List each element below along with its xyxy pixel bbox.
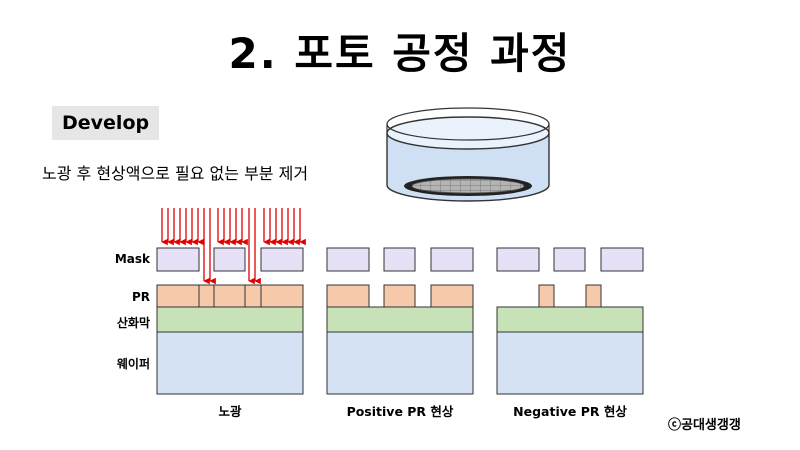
label-pr: PR [132,290,150,304]
step-description: 노광 후 현상액으로 필요 없는 부분 제거 [42,164,309,183]
pr-segment [538,284,555,308]
page-title: 2. 포토 공정 과정 [228,29,572,78]
pr-segment [585,284,602,308]
mask-segment [213,247,246,272]
mask-segment [430,247,474,272]
oxide-layer [496,306,644,333]
mask-segment [326,247,370,272]
developer-dish-icon [386,107,550,202]
mask-segment [496,247,540,272]
mask-segment [383,247,416,272]
caption-exposure: 노광 [218,404,242,419]
caption-positive-pr: Positive PR 현상 [347,404,454,419]
mask-segment [260,247,304,272]
label-mask: Mask [115,252,151,266]
mask-segment [156,247,200,272]
caption-negative-pr: Negative PR 현상 [513,404,627,419]
oxide-layer [156,306,304,333]
mask-segment [600,247,644,272]
oxide-layer [326,306,474,333]
label-wafer: 웨이퍼 [117,356,150,371]
pr-segment [383,284,416,308]
pr-layer [156,284,304,308]
wafer-layer [156,331,304,395]
step-badge: Develop [52,106,160,140]
pr-segment [326,284,370,308]
wafer-layer [326,331,474,395]
pr-segment [430,284,474,308]
credit-text: ⓒ공대생갱갱 [668,418,741,433]
wafer-layer [496,331,644,395]
mask-segment [553,247,586,272]
panel-exposure: 노광 [156,208,306,419]
panel-positive-pr: Positive PR 현상 [326,247,474,419]
label-oxide: 산화막 [117,315,150,330]
exposure-arrows [161,208,306,285]
panel-negative-pr: Negative PR 현상 [496,247,644,419]
